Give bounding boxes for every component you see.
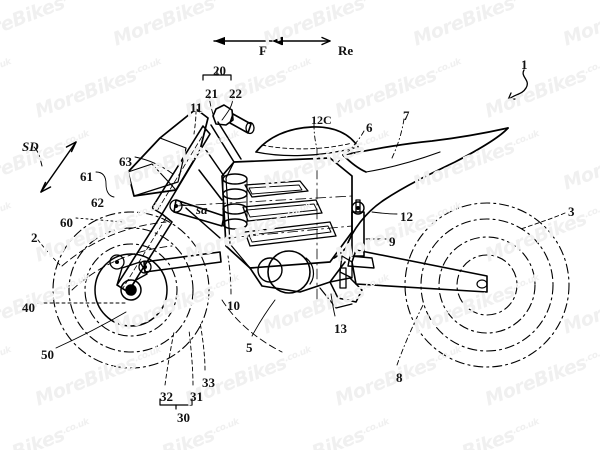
callout-62: 62 — [91, 195, 104, 210]
callout-30: 30 — [177, 410, 190, 425]
front-suspension-linkage — [116, 125, 225, 293]
callout-32: 32 — [160, 389, 173, 404]
callout-sd: SD — [22, 139, 39, 154]
bracket-30 — [159, 398, 193, 410]
main-body — [221, 157, 353, 294]
callout-8: 8 — [396, 370, 403, 385]
callout-7: 7 — [403, 108, 410, 123]
seat — [255, 126, 359, 157]
callout-2: 2 — [31, 230, 38, 245]
callout-33: 33 — [202, 375, 215, 390]
center-lines — [175, 148, 353, 301]
bracket-20 — [202, 69, 232, 81]
callout-12: 12 — [400, 209, 413, 224]
callout-13: 13 — [334, 321, 347, 336]
callout-63: 63 — [119, 154, 132, 169]
callout-sa: sa — [196, 202, 208, 217]
sd-arrow — [33, 141, 77, 193]
callout-6: 6 — [366, 120, 373, 135]
tail-section — [333, 127, 509, 259]
callout-60: 60 — [60, 215, 73, 230]
frame-tubes — [185, 121, 242, 239]
callout-re: Re — [338, 43, 354, 58]
rear-wheel — [404, 202, 570, 368]
callout-21: 21 — [205, 86, 218, 101]
suspension-spring — [222, 173, 248, 230]
callout-50: 50 — [41, 347, 54, 362]
handlebar — [212, 104, 255, 135]
callout-61: 61 — [80, 169, 93, 184]
callout-5: 5 — [246, 340, 253, 355]
callout-11: 11 — [190, 100, 203, 115]
phantom-outlines — [61, 221, 283, 353]
rear-shock — [347, 199, 375, 269]
footpeg-bracket — [319, 267, 363, 309]
callout-9: 9 — [389, 234, 396, 249]
direction-arrow — [213, 36, 331, 46]
front-wheel — [52, 211, 210, 369]
callout-40: 40 — [22, 300, 35, 315]
callout-3: 3 — [568, 204, 575, 219]
leader-lines — [37, 69, 566, 386]
callout-f: F — [259, 43, 267, 58]
callout-31: 31 — [190, 389, 203, 404]
callout-10: 10 — [227, 298, 240, 313]
callout-20: 20 — [213, 63, 226, 78]
callout-12c: 12C — [311, 113, 332, 127]
callout-22: 22 — [229, 86, 242, 101]
callout-1: 1 — [521, 57, 528, 72]
